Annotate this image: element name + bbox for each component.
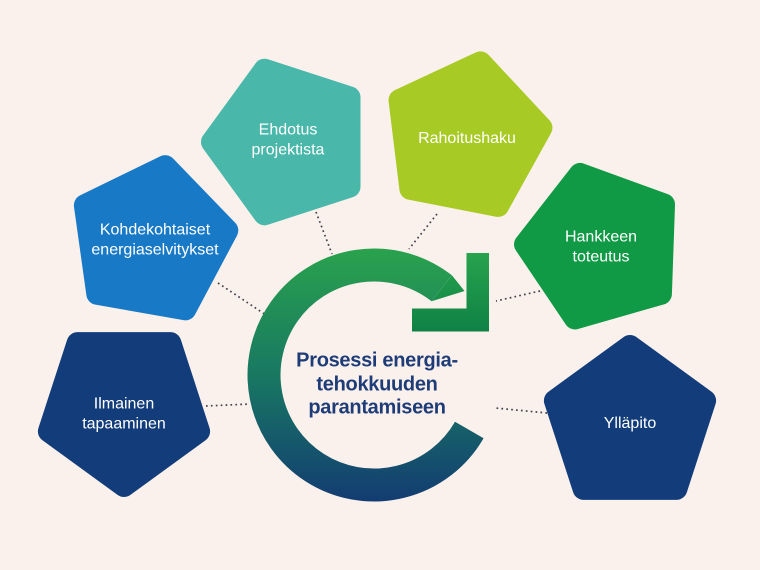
connector-ilmainen-tapaaminen xyxy=(205,403,251,407)
pentagon-ilmainen-tapaaminen xyxy=(37,332,211,497)
connector-kohdekohtaiset xyxy=(217,282,267,316)
pentagon-kohdekohtaiset xyxy=(73,155,239,321)
pentagon-yllapito xyxy=(543,335,717,500)
cycle-arrowhead-horizontal-bar xyxy=(412,308,489,332)
pentagon-rahoitushaku xyxy=(388,51,553,217)
pentagon-ehdotus-projektista xyxy=(200,58,361,226)
connector-hankkeen-toteutus xyxy=(495,290,541,302)
connector-yllapito xyxy=(494,407,548,414)
connector-rahoitushaku xyxy=(408,213,438,250)
cycle-arrow-arc xyxy=(247,248,484,502)
connector-ehdotus-projektista xyxy=(315,211,333,255)
cycle-arrow-taper xyxy=(431,275,465,302)
cycle-arrow xyxy=(247,248,489,502)
pentagon-hankkeen-toteutus xyxy=(514,162,676,330)
